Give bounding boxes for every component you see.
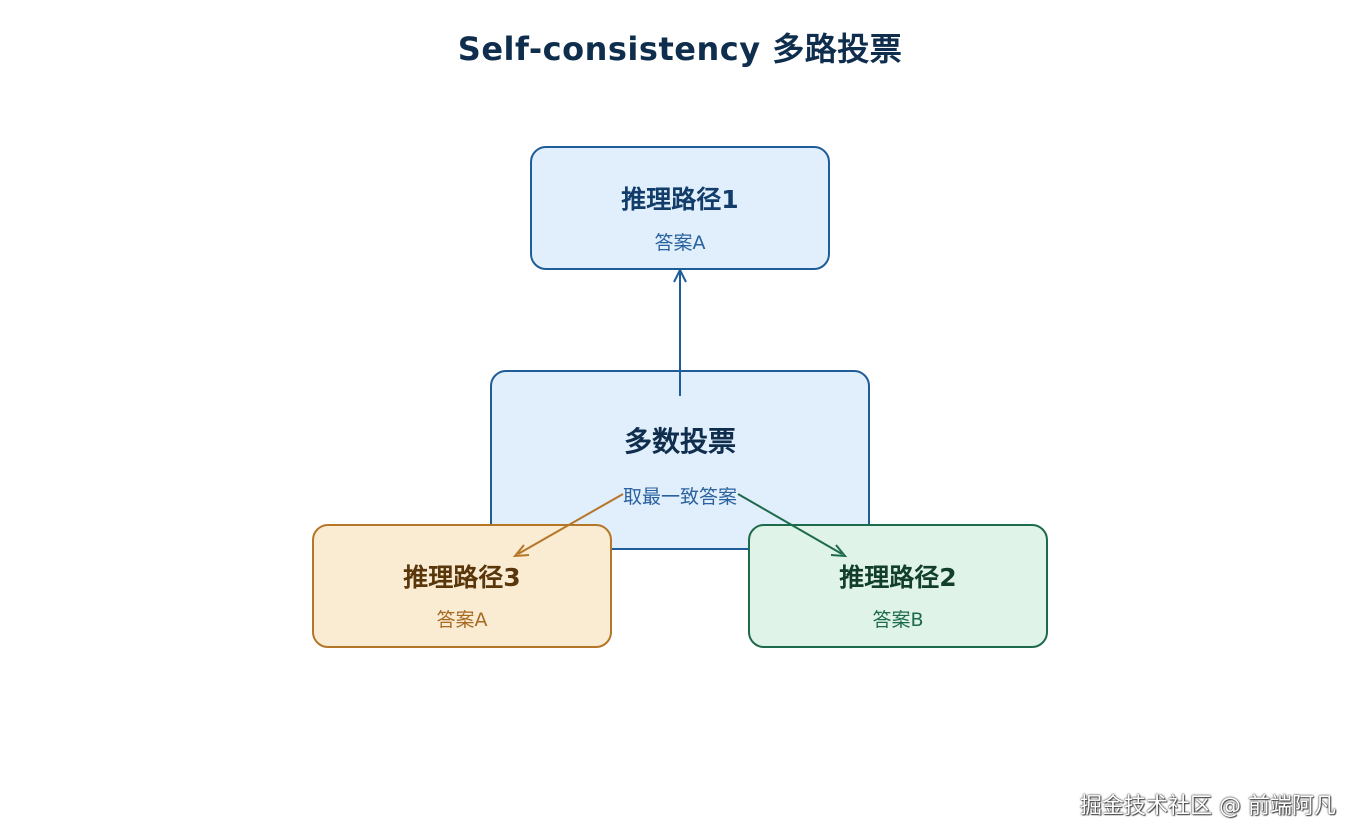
- watermark: 掘金技术社区 @ 前端阿凡: [1080, 794, 1336, 819]
- node-reasoning-path-2-answer: 答案B: [872, 609, 924, 631]
- node-reasoning-path-2: 推理路径2 答案B: [748, 524, 1048, 648]
- node-reasoning-path-3-title: 推理路径3: [403, 563, 521, 592]
- diagram-title: Self-consistency 多路投票: [457, 30, 903, 68]
- node-reasoning-path-3-answer: 答案A: [436, 609, 488, 631]
- node-reasoning-path-1-answer: 答案A: [654, 232, 706, 254]
- edge-vote-to-path1-arrowhead: [673, 267, 687, 283]
- node-reasoning-path-2-title: 推理路径2: [839, 563, 957, 592]
- node-majority-vote: 多数投票 取最一致答案: [490, 370, 870, 550]
- node-majority-vote-title: 多数投票: [623, 425, 736, 458]
- node-reasoning-path-1-title: 推理路径1: [621, 185, 739, 214]
- node-majority-vote-subtitle: 取最一致答案: [622, 486, 737, 508]
- node-reasoning-path-3: 推理路径3 答案A: [312, 524, 612, 648]
- node-reasoning-path-1: 推理路径1 答案A: [530, 146, 830, 270]
